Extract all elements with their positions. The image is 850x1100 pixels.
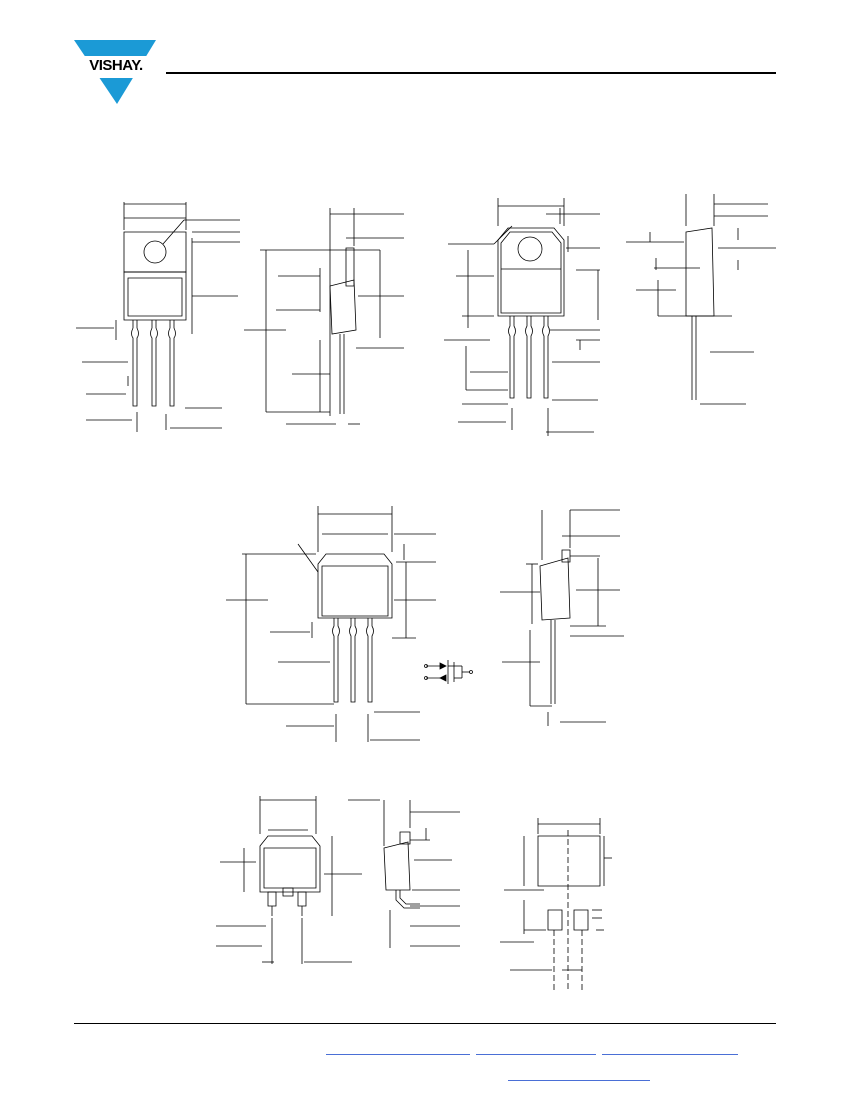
logo-text: VISHAY. (89, 57, 143, 74)
header-rule (166, 72, 776, 74)
drawing-to220-front (76, 202, 240, 432)
drawing-to220-side (244, 208, 404, 424)
vishay-logo: VISHAY. (72, 38, 158, 106)
footer-link-1[interactable] (326, 1054, 470, 1055)
drawing-middle-front (226, 506, 473, 742)
drawing-middle-side (500, 510, 624, 726)
drawing-d2pak-front (216, 796, 362, 964)
drawing-fullpak-side (626, 194, 776, 404)
drawing-footprint (500, 818, 612, 990)
drawing-fullpak-front (444, 198, 600, 436)
drawing-d2pak-side (348, 800, 460, 948)
footer-link-4[interactable] (508, 1080, 650, 1081)
footer-link-2[interactable] (476, 1054, 596, 1055)
footer-link-3[interactable] (602, 1054, 738, 1055)
footer-rule (74, 1023, 776, 1024)
vishay-logo-triangle (72, 40, 158, 104)
